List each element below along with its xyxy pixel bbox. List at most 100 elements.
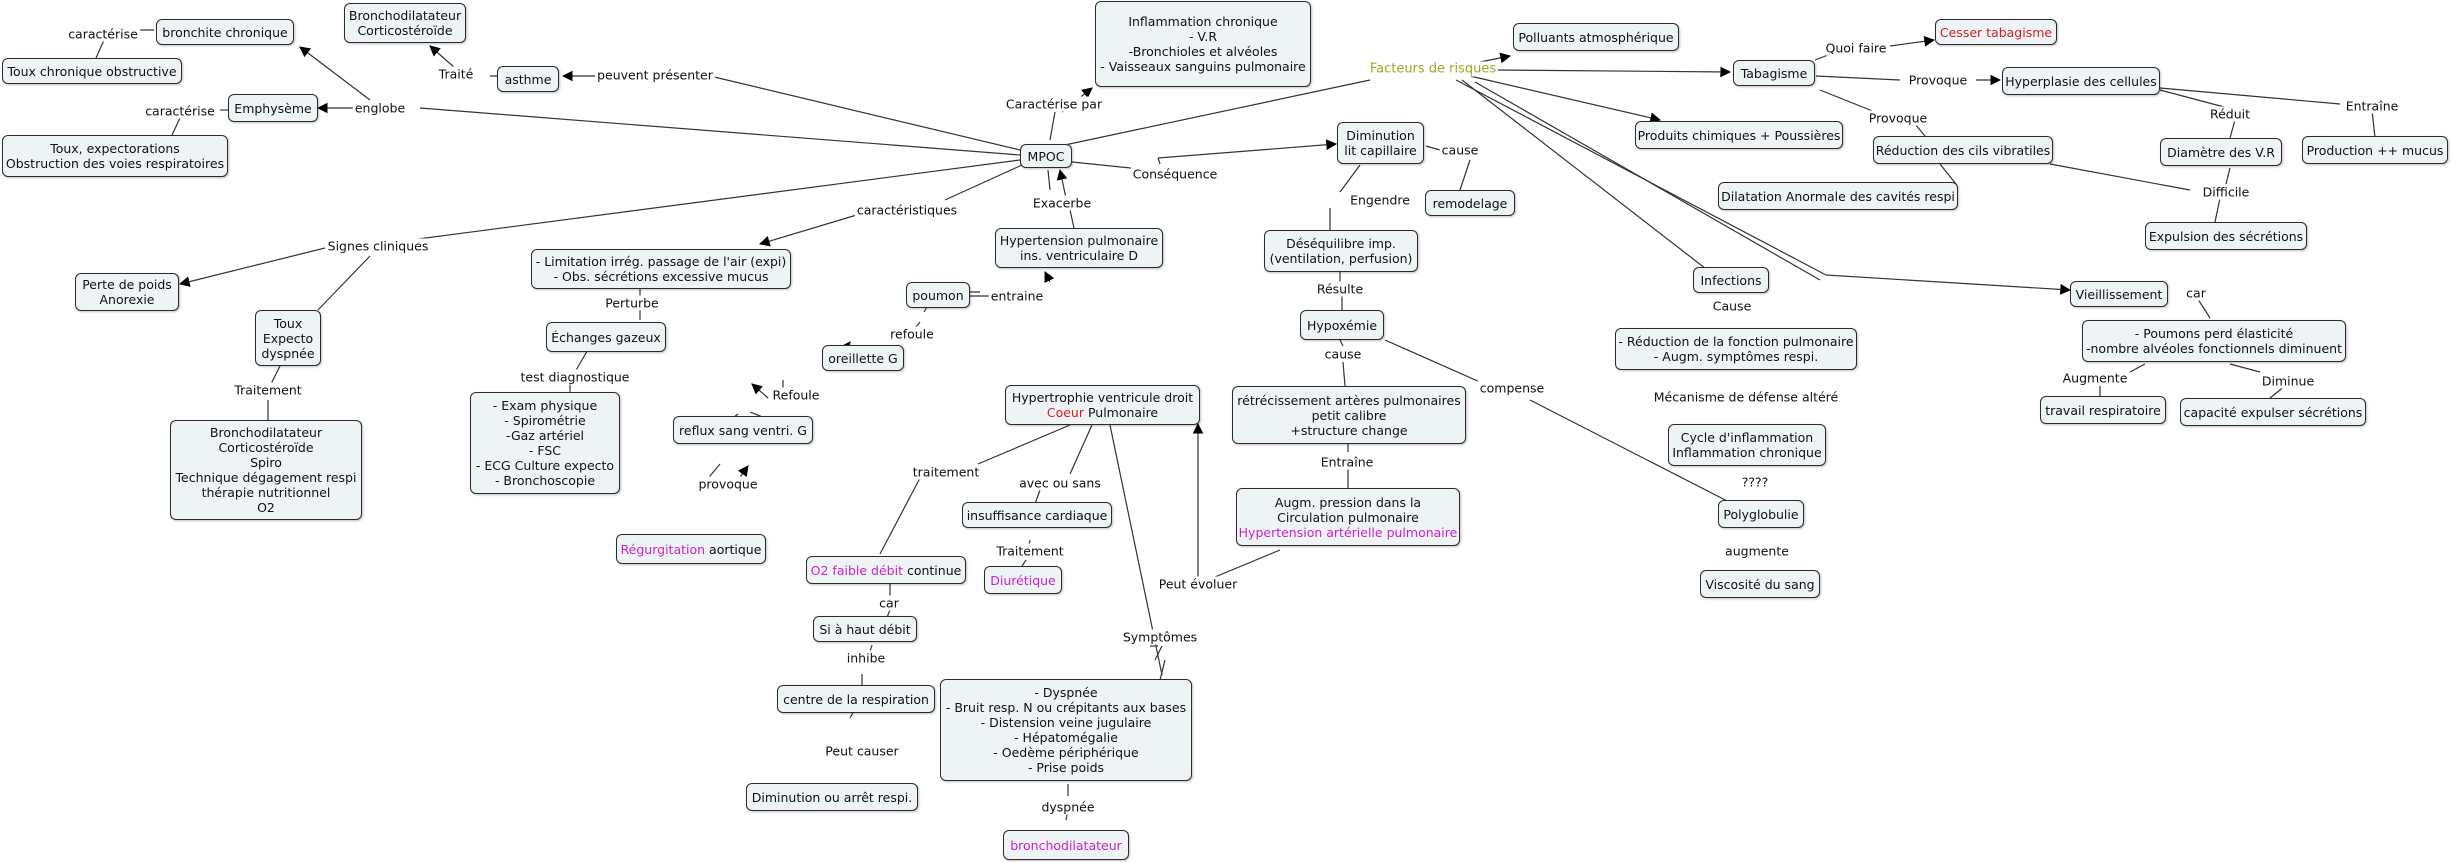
- node-dilatation[interactable]: Dilatation Anormale des cavités respi: [1718, 182, 1958, 210]
- node-bronchite[interactable]: bronchite chronique: [156, 19, 294, 45]
- node-diuretique[interactable]: Diurétique: [984, 566, 1062, 594]
- node-broncho-cortico[interactable]: Bronchodilatateur Corticostéroïde: [344, 3, 466, 43]
- label-entraine3: Entraîne: [2343, 98, 2401, 114]
- label-compense: compense: [1477, 380, 1547, 396]
- label-avec-ou-sans: avec ou sans: [1017, 475, 1103, 491]
- node-produits[interactable]: Produits chimiques + Poussières: [1635, 121, 1843, 149]
- label-car2: car: [2184, 285, 2208, 301]
- node-capacite[interactable]: capacité expulser sécrétions: [2180, 398, 2366, 426]
- node-toux-expecto[interactable]: Toux Expecto dyspnée: [255, 310, 321, 366]
- node-remodelage[interactable]: remodelage: [1425, 190, 1515, 216]
- label-symptomes: Symptômes: [1120, 629, 1200, 645]
- label-quoi-faire: Quoi faire: [1823, 40, 1889, 56]
- node-reflux[interactable]: reflux sang ventri. G: [673, 416, 813, 444]
- node-reduction-fonction[interactable]: - Réduction de la fonction pulmonaire - …: [1615, 328, 1857, 370]
- node-exam[interactable]: - Exam physique - Spirométrie -Gaz artér…: [470, 392, 620, 494]
- node-symptomes-list[interactable]: - Dyspnée - Bruit resp. N ou crépitants …: [940, 679, 1192, 781]
- label-caracterise1: caractérise: [66, 26, 140, 42]
- node-polluants[interactable]: Polluants atmosphérique: [1513, 23, 1679, 51]
- label-peut-causer: Peut causer: [823, 743, 901, 759]
- node-tabagisme[interactable]: Tabagisme: [1733, 60, 1815, 86]
- label-signes: Signes cliniques: [325, 238, 431, 254]
- label-cause2: cause: [1322, 346, 1364, 362]
- label-englobe: englobe: [352, 100, 408, 116]
- node-hypoxemie[interactable]: Hypoxémie: [1300, 310, 1384, 340]
- label-entraine1: entraine: [988, 288, 1046, 304]
- node-asthme[interactable]: asthme: [497, 66, 559, 92]
- node-augm-pression[interactable]: Augm. pression dans la Circulation pulmo…: [1236, 488, 1460, 546]
- coeur-text: Coeur: [1046, 405, 1084, 420]
- label-entraine2: Entraîne: [1318, 454, 1376, 470]
- label-provoque1: provoque: [696, 476, 760, 492]
- node-diminution-lit[interactable]: Diminution lit capillaire: [1337, 122, 1424, 164]
- node-hypertension-pulm[interactable]: Hypertension pulmonaire ins. ventriculai…: [995, 228, 1163, 268]
- node-poumon[interactable]: poumon: [906, 282, 970, 308]
- label-caracteristiques: caractéristiques: [854, 202, 960, 218]
- node-desequilibre[interactable]: Déséquilibre imp. (ventilation, perfusio…: [1264, 230, 1418, 272]
- node-vieillissement[interactable]: Vieillissement: [2070, 281, 2168, 307]
- regurgitation-text: Régurgitation: [620, 541, 706, 557]
- node-production[interactable]: Production ++ mucus: [2302, 136, 2448, 164]
- hta-pulmonaire-text: Hypertension artérielle pulmonaire: [1238, 524, 1458, 540]
- label-augmente1: augmente: [1723, 543, 1791, 559]
- hypertrophie-line2: Coeur Pulmonaire: [1047, 405, 1158, 420]
- label-refoule2: Refoule: [770, 387, 822, 403]
- node-o2[interactable]: O2 faible débit continue: [806, 556, 966, 584]
- node-bronchodilatateur[interactable]: bronchodilatateur: [1003, 830, 1129, 860]
- label-peut-evoluer: Peut évoluer: [1156, 576, 1240, 592]
- label-cause1: cause: [1439, 142, 1481, 158]
- label-dyspnee: dyspnée: [1039, 799, 1097, 815]
- hypertrophie-line1: Hypertrophie ventricule droit: [1011, 390, 1194, 405]
- node-reduction-cils[interactable]: Réduction des cils vibratiles: [1873, 136, 2053, 164]
- node-echanges[interactable]: Échanges gazeux: [546, 322, 666, 352]
- label-consequence: Conséquence: [1130, 166, 1220, 182]
- label-reduit: Réduit: [2207, 106, 2253, 122]
- label-test: test diagnostique: [518, 369, 632, 385]
- node-diametre[interactable]: Diamètre des V.R: [2160, 138, 2282, 166]
- diuretique-text: Diurétique: [990, 572, 1056, 588]
- label-augmente2: Augmente: [2060, 370, 2130, 386]
- node-limitation[interactable]: - Limitation irrég. passage de l'air (ex…: [531, 249, 791, 289]
- o2-text: O2 faible débit: [810, 562, 903, 578]
- node-traitement-list[interactable]: Bronchodilatateur Corticostéroïde Spiro …: [170, 420, 362, 520]
- node-toux-expec[interactable]: Toux, expectorations Obstruction des voi…: [2, 135, 228, 177]
- label-inhibe: inhibe: [844, 650, 888, 666]
- node-toux-chronique[interactable]: Toux chronique obstructive: [2, 58, 182, 84]
- augm-pression-text: Augm. pression dans la Circulation pulmo…: [1274, 494, 1422, 525]
- label-peuvent: peuvent présenter: [595, 67, 715, 83]
- node-retrecissement[interactable]: rétrécissement artères pulmonaires petit…: [1232, 386, 1466, 444]
- node-insuffisance[interactable]: insuffisance cardiaque: [962, 502, 1112, 528]
- label-resulte: Résulte: [1314, 281, 1366, 297]
- node-cesser[interactable]: Cesser tabagisme: [1935, 19, 2057, 45]
- node-infections[interactable]: Infections: [1693, 267, 1769, 293]
- label-car1: car: [877, 595, 901, 611]
- node-polyglobulie[interactable]: Polyglobulie: [1718, 500, 1804, 528]
- node-regurgitation[interactable]: Régurgitation aortique: [616, 534, 766, 564]
- node-expulsion[interactable]: Expulsion des sécrétions: [2145, 222, 2307, 250]
- bronchodilatateur-text: bronchodilatateur: [1010, 837, 1122, 853]
- node-inflammation[interactable]: Inflammation chronique - V.R -Bronchiole…: [1095, 1, 1311, 87]
- node-hypertrophie[interactable]: Hypertrophie ventricule droit Coeur Pulm…: [1005, 385, 1200, 425]
- label-cause3: Cause: [1710, 298, 1754, 314]
- label-engendre: Engendre: [1348, 192, 1412, 208]
- node-perte-poids[interactable]: Perte de poids Anorexie: [75, 273, 179, 311]
- label-caracterise-par: Caractérise par: [1003, 96, 1105, 112]
- label-diminue: Diminue: [2259, 373, 2317, 389]
- node-haut-debit[interactable]: Si à haut débit: [813, 616, 917, 642]
- node-viscosite[interactable]: Viscosité du sang: [1700, 570, 1820, 598]
- label-difficile: Difficile: [2200, 184, 2252, 200]
- node-emphyseme[interactable]: Emphysème: [228, 94, 318, 122]
- node-poumons-perd[interactable]: - Poumons perd élasticité -nombre alvéol…: [2082, 320, 2346, 362]
- node-mpoc[interactable]: MPOC: [1020, 144, 1072, 168]
- node-travail[interactable]: travail respiratoire: [2040, 396, 2166, 424]
- node-hyperplasie[interactable]: Hyperplasie des cellules: [2002, 67, 2160, 95]
- pulmonaire-text: Pulmonaire: [1084, 405, 1159, 420]
- label-perturbe: Perturbe: [603, 295, 661, 311]
- node-diminution-arret[interactable]: Diminution ou arrêt respi.: [746, 783, 918, 811]
- node-cycle[interactable]: Cycle d'inflammation Inflammation chroni…: [1668, 424, 1826, 466]
- node-centre-resp[interactable]: centre de la respiration: [777, 685, 935, 713]
- label-provoque3: Provoque: [1866, 110, 1930, 126]
- aortique-text: aortique: [705, 541, 762, 557]
- node-oreillette[interactable]: oreillette G: [822, 345, 904, 371]
